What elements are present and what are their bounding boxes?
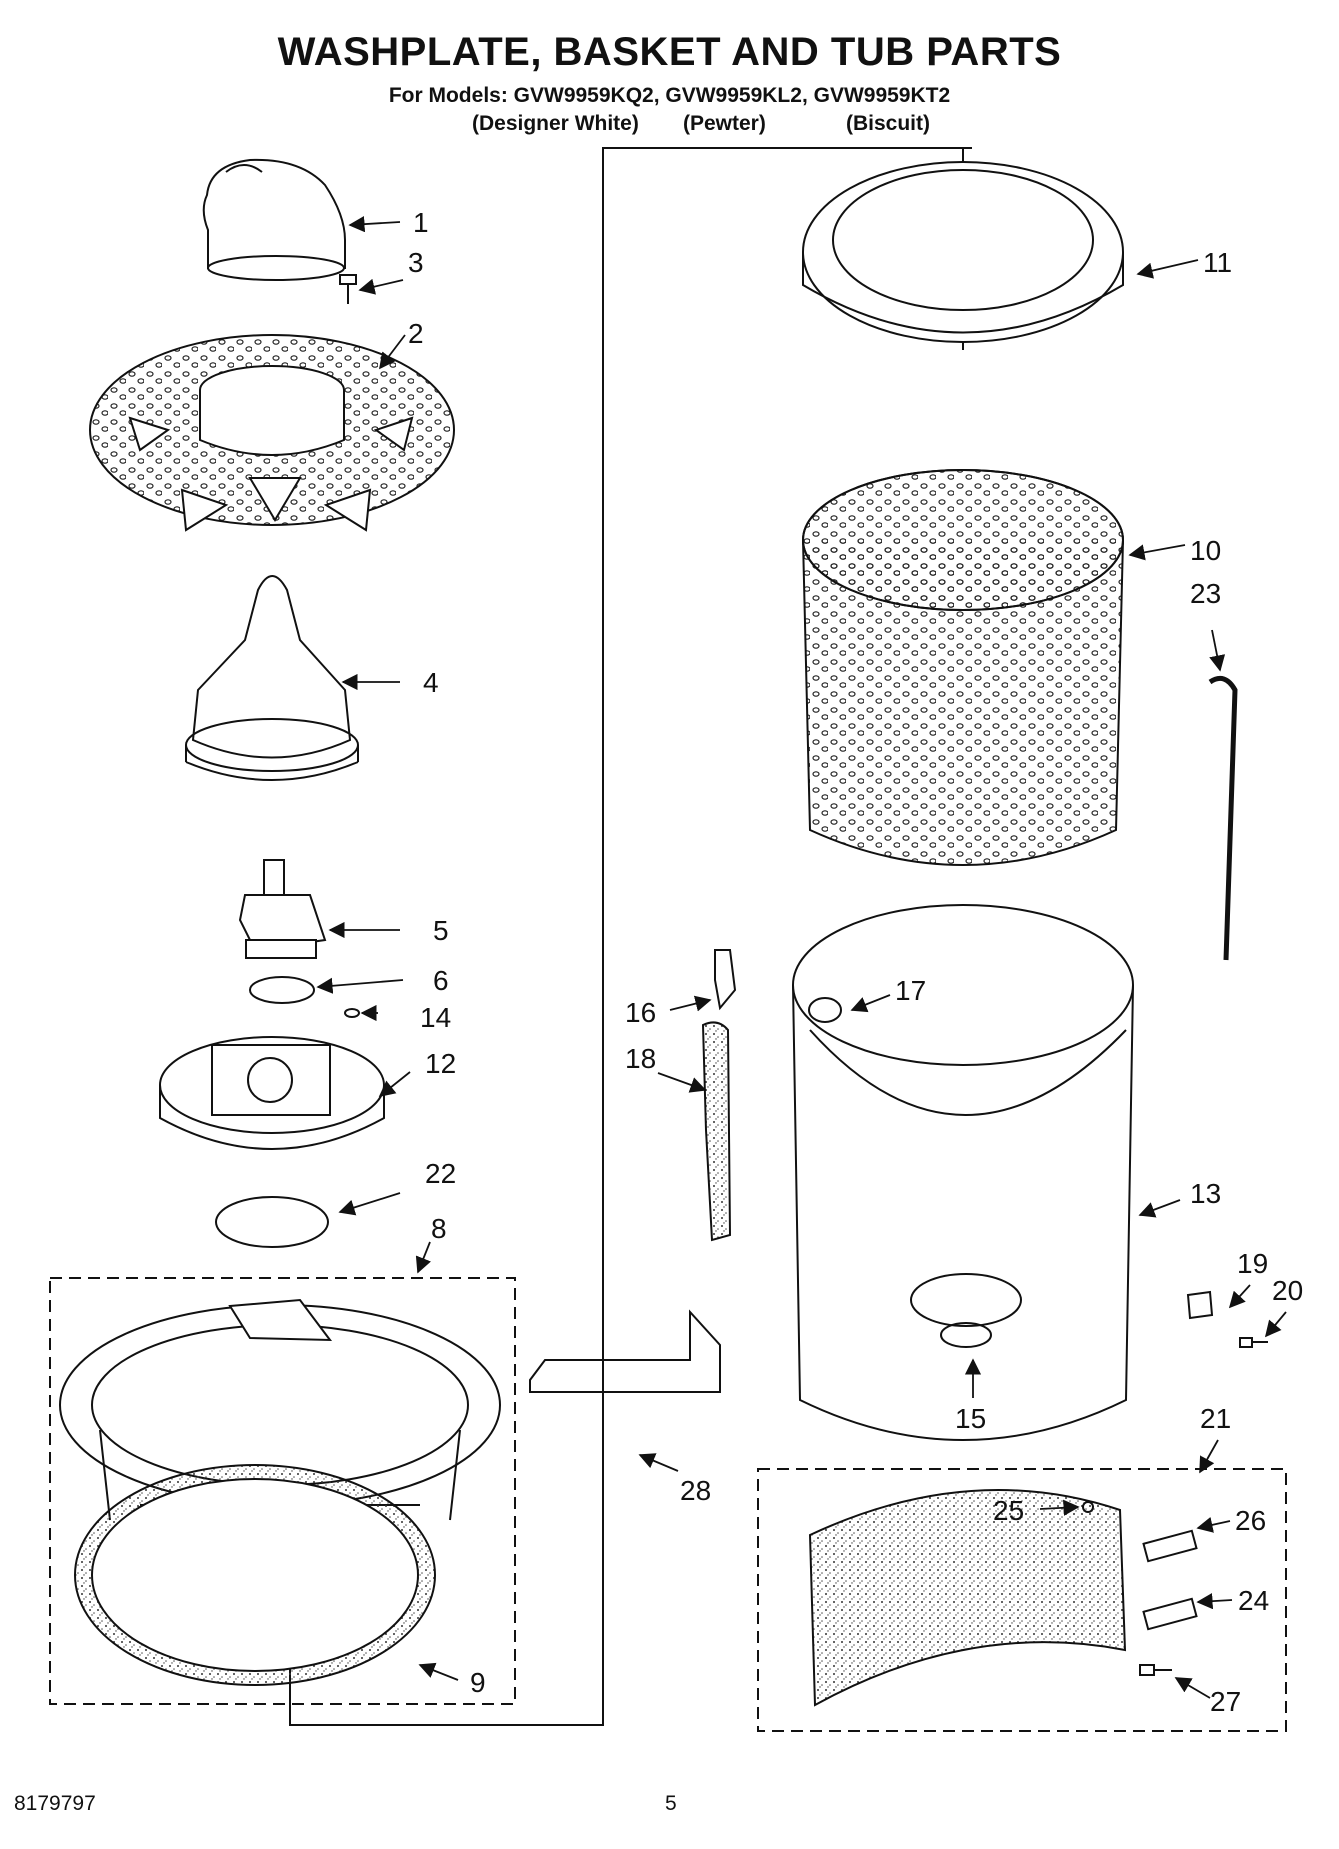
callout-17: 17: [895, 975, 926, 1006]
part-20-screw: [1239, 1337, 1268, 1348]
variant-designer-white: (Designer White): [472, 112, 639, 135]
part-6-retaining-ring: [249, 976, 315, 1004]
callout-23: 23: [1190, 578, 1221, 609]
part-4-agitator-cone: [185, 575, 359, 781]
callout-21: 21: [1200, 1403, 1231, 1434]
callout-19: 19: [1237, 1248, 1268, 1279]
callout-14: 14: [420, 1002, 451, 1033]
callout-9: 9: [470, 1667, 486, 1698]
part-2-washplate: [89, 334, 455, 532]
part-25-pin: [1082, 1501, 1094, 1513]
part-14-washer: [344, 1008, 360, 1018]
callout-10: 10: [1190, 535, 1221, 566]
part-23-hose: [1208, 675, 1238, 961]
part-16-fitting: [714, 949, 737, 1011]
part-11-balance-ring: [802, 161, 1124, 343]
callout-24: 24: [1238, 1585, 1269, 1616]
callout-2: 2: [408, 318, 424, 349]
part-9-tub-seal: [74, 1464, 436, 1686]
variant-biscuit: (Biscuit): [846, 112, 930, 135]
part-27-screw: [1139, 1664, 1172, 1676]
callout-1: 1: [413, 207, 429, 238]
callout-27: 27: [1210, 1686, 1241, 1717]
part-26-plate: [1142, 1529, 1198, 1563]
callout-20: 20: [1272, 1275, 1303, 1306]
callout-3: 3: [408, 247, 424, 278]
part-10-spin-basket: [802, 469, 1124, 866]
callout-15: 15: [955, 1403, 986, 1434]
assembly-box-21: [757, 1468, 1287, 1732]
callout-6: 6: [433, 965, 449, 996]
callout-13: 13: [1190, 1178, 1221, 1209]
assembly-box-8: [49, 1277, 516, 1705]
part-19-clip: [1186, 1290, 1214, 1320]
part-5-drive-hub: [238, 859, 327, 959]
models-line: For Models: GVW9959KQ2, GVW9959KL2, GVW9…: [388, 84, 951, 107]
part-24-plate: [1142, 1597, 1198, 1631]
callout-8: 8: [431, 1213, 447, 1244]
callout-26: 26: [1235, 1505, 1266, 1536]
part-3-screw: [339, 274, 357, 304]
callout-12: 12: [425, 1048, 456, 1079]
part-13-outer-tub: [792, 904, 1134, 1441]
part-18-strip: [701, 1021, 732, 1242]
part-21-insulation-pad: [808, 1489, 1127, 1707]
part-1-agitator-cap: [202, 158, 346, 281]
reference-line: [289, 147, 972, 1726]
part-12-hub-assembly: [159, 1036, 385, 1150]
diagram-title: WASHPLATE, BASKET AND TUB PARTS: [277, 30, 1062, 74]
part-22-disc: [215, 1196, 329, 1248]
callout-18: 18: [625, 1043, 656, 1074]
part-28-bracket: [529, 1309, 721, 1393]
callout-5: 5: [433, 915, 449, 946]
callout-11: 11: [1203, 247, 1232, 278]
footer-part-number: 8179797: [14, 1792, 96, 1815]
callout-28: 28: [680, 1475, 711, 1506]
footer-page-number: 5: [665, 1792, 677, 1815]
callout-4: 4: [423, 667, 439, 698]
callout-22: 22: [425, 1158, 456, 1189]
variant-pewter: (Pewter): [683, 112, 766, 135]
callout-16: 16: [625, 997, 656, 1028]
callout-25: 25: [993, 1495, 1024, 1526]
